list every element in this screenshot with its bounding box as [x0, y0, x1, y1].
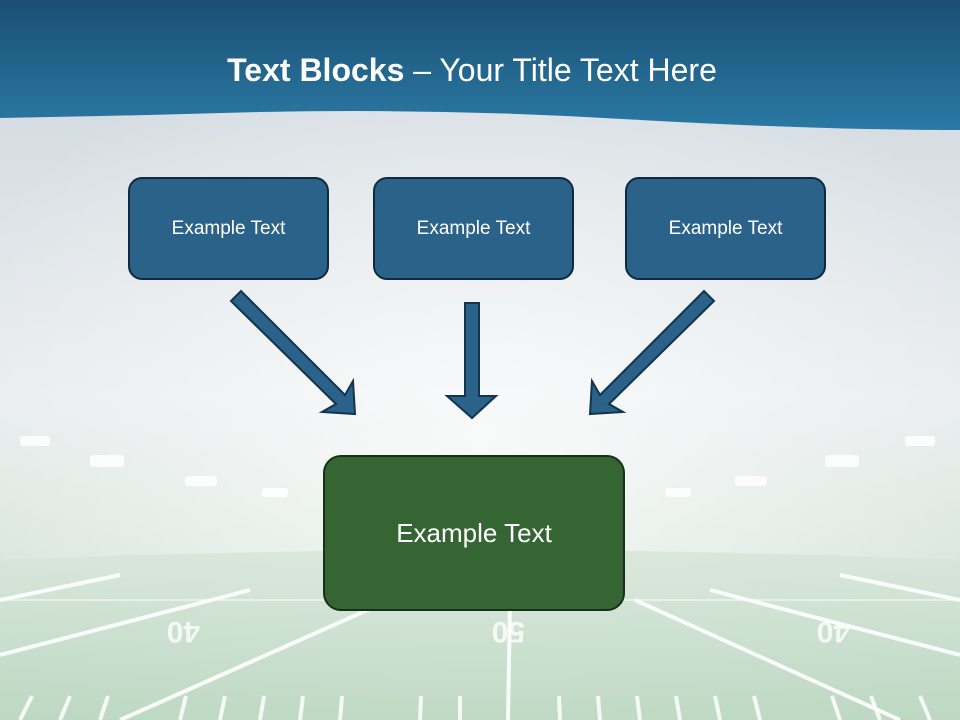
target-text-block-label: Example Text — [396, 517, 552, 548]
text-block-label: Example Text — [171, 217, 286, 239]
title-rest: – Your Title Text Here — [404, 52, 717, 88]
text-block-left[interactable]: Example Text — [128, 177, 329, 280]
slide-title: Text Blocks – Your Title Text Here — [0, 52, 944, 89]
field-number-center: 50 — [492, 615, 525, 648]
text-block-center[interactable]: Example Text — [373, 177, 574, 280]
header-band — [0, 0, 960, 130]
text-block-label: Example Text — [668, 217, 783, 239]
text-block-label: Example Text — [416, 217, 531, 239]
text-block-right[interactable]: Example Text — [625, 177, 826, 280]
field-number-right: 40 — [817, 615, 850, 648]
field-number-left: 40 — [167, 615, 200, 648]
arrow-down-icon — [444, 302, 499, 420]
arrow-down-left-icon — [588, 289, 716, 416]
stadium-lights — [20, 436, 935, 497]
title-bold: Text Blocks — [227, 52, 405, 88]
yard-hash-marks — [18, 695, 932, 720]
arrow-down-right-icon — [229, 289, 357, 416]
target-text-block[interactable]: Example Text — [323, 455, 625, 611]
